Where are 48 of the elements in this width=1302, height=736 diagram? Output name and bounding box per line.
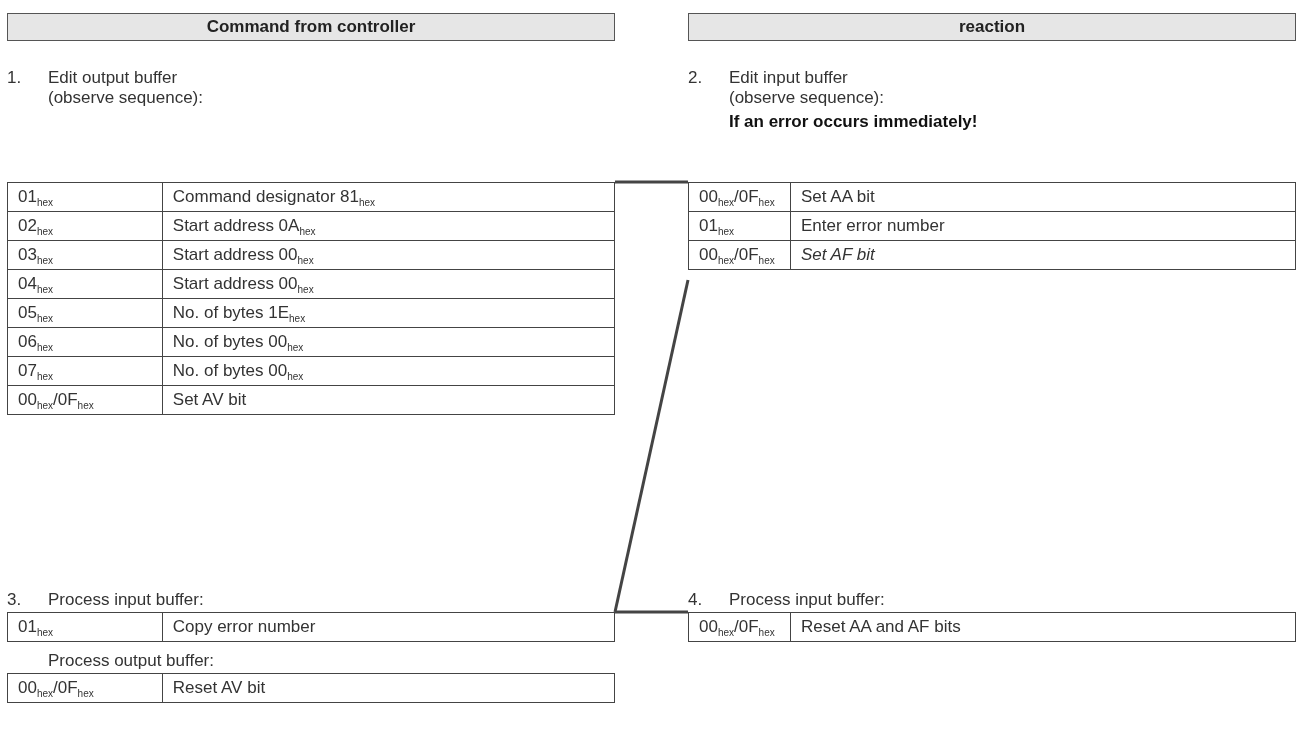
- table-cell: Reset AA and AF bits: [790, 612, 1296, 642]
- data-table: [7, 673, 615, 703]
- table-cell: 00$_{hex}$/0F$_{hex}$: [7, 385, 163, 415]
- data-table: [688, 612, 1296, 642]
- table-cell: Reset AV bit: [162, 673, 615, 703]
- table-cell: Start address 00$_{hex}$: [162, 240, 615, 270]
- table-cell: No. of bytes 1E$_{hex}$: [162, 298, 615, 328]
- table-cell: 06$_{hex}$: [7, 327, 163, 357]
- table-cell: Command designator 81$_{hex}$: [162, 182, 615, 212]
- step-text: 3.: [7, 590, 23, 610]
- table-cell: 02$_{hex}$: [7, 211, 163, 241]
- table-cell: No. of bytes 00$_{hex}$: [162, 327, 615, 357]
- table-cell: 01$_{hex}$: [7, 182, 163, 212]
- table-cell: Start address 00$_{hex}$: [162, 269, 615, 299]
- hatched-connector: [613, 279, 690, 613]
- column-header: reaction: [688, 13, 1296, 41]
- table-cell: Set AV bit: [162, 385, 615, 415]
- step-number: Process input buffer:: [729, 590, 886, 610]
- table-cell: 01$_{hex}$: [7, 612, 163, 642]
- data-table: [7, 182, 615, 415]
- step-text: Edit input buffer (observe sequence):: [729, 68, 885, 108]
- step-text: 4.: [688, 590, 704, 610]
- hatched-connector: [615, 610, 688, 614]
- step-number: 2.: [688, 68, 704, 88]
- data-table: [7, 612, 615, 642]
- table-cell: 00$_{hex}$/0F$_{hex}$: [7, 673, 163, 703]
- hatched-connector: [615, 180, 688, 184]
- table-cell: 04$_{hex}$: [7, 269, 163, 299]
- table-cell: Copy error number: [162, 612, 615, 642]
- table-cell: 00$_{hex}$/0F$_{hex}$: [688, 182, 791, 212]
- step-number: 1.: [7, 68, 23, 88]
- table-cell: 01$_{hex}$: [688, 211, 791, 241]
- table-cell: Set AA bit: [790, 182, 1296, 212]
- column-header: Command from controller: [7, 13, 615, 41]
- step-number: Process input buffer:: [48, 590, 205, 610]
- table-cell: 03$_{hex}$: [7, 240, 163, 270]
- table-cell: 05$_{hex}$: [7, 298, 163, 328]
- table-cell: Enter error number: [790, 211, 1296, 241]
- table-cell: 00$_{hex}$/0F$_{hex}$: [688, 240, 791, 270]
- table-cell: Start address 0A$_{hex}$: [162, 211, 615, 241]
- step-text: If an error occurs immediately!: [729, 112, 979, 132]
- step-text: Process output buffer:: [48, 651, 215, 671]
- table-cell: No. of bytes 00$_{hex}$: [162, 356, 615, 386]
- table-cell: 07$_{hex}$: [7, 356, 163, 386]
- data-table: [688, 182, 1296, 270]
- step-text: Edit output buffer (observe sequence):: [48, 68, 204, 108]
- table-cell: Set AF bit: [790, 240, 1296, 270]
- table-cell: 00$_{hex}$/0F$_{hex}$: [688, 612, 791, 642]
